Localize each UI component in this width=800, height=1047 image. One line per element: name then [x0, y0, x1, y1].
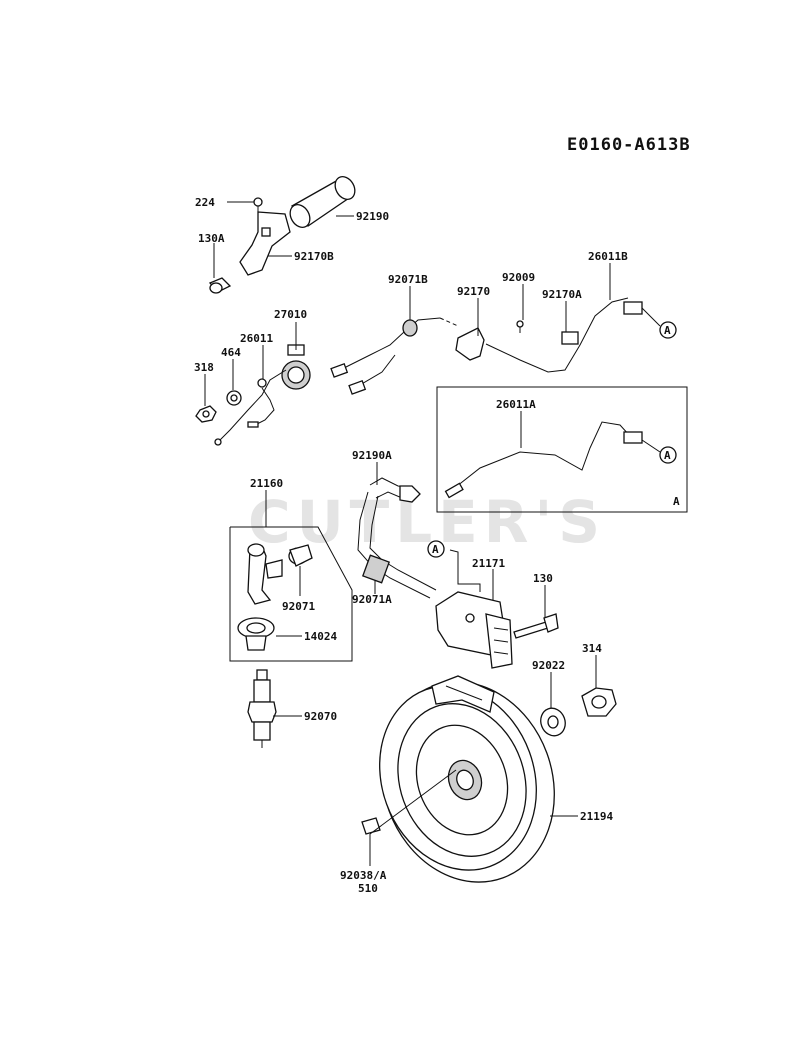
- label-92190A: 92190A: [352, 449, 392, 462]
- label-92170B: 92170B: [294, 250, 334, 263]
- bolt-130A: [208, 277, 232, 294]
- label-92071B: 92071B: [388, 273, 428, 286]
- svg-text:A: A: [664, 324, 671, 337]
- label-224: 224: [195, 196, 215, 209]
- nut-314: [581, 687, 617, 717]
- label-26011A: 26011A: [496, 398, 536, 411]
- label-92022: 92022: [532, 659, 565, 672]
- label-21171: 21171: [472, 557, 505, 570]
- ignition-coil-21171: [435, 591, 513, 669]
- diagram-code: E0160-A613B: [567, 135, 691, 155]
- label-92170: 92170: [457, 285, 490, 298]
- flywheel-21194: [379, 675, 555, 883]
- label-21194: 21194: [580, 810, 613, 823]
- bracket-92170B: [239, 211, 291, 276]
- key-92038A: [361, 817, 381, 835]
- spark-plug-92070: [247, 669, 277, 748]
- washer-464: [226, 390, 242, 406]
- nut-318: [195, 405, 217, 423]
- label-92071: 92071: [282, 600, 315, 613]
- label-318: 318: [194, 361, 214, 374]
- label-26011B: 26011B: [588, 250, 628, 263]
- washer-92022: [540, 707, 566, 737]
- sleeve-92190: [289, 176, 356, 228]
- svg-text:A: A: [432, 543, 439, 556]
- connector-A-inset: A: [659, 446, 677, 464]
- label-130A: 130A: [198, 232, 225, 245]
- kit-box-21160: [229, 526, 353, 662]
- label-92190: 92190: [356, 210, 389, 223]
- inset-box-label: A: [673, 495, 680, 508]
- watermark-text: CUTLER'S: [248, 488, 606, 556]
- inset-box-A: [436, 386, 688, 513]
- label-92009: 92009: [502, 271, 535, 284]
- label-314: 314: [582, 642, 602, 655]
- label-92070: 92070: [304, 710, 337, 723]
- connector-A-upper: A: [659, 321, 677, 339]
- label-92170A: 92170A: [542, 288, 582, 301]
- svg-text:A: A: [664, 449, 671, 462]
- connector-A-coil: A: [427, 540, 445, 558]
- harness-upper: [330, 297, 643, 395]
- label-130: 130: [533, 572, 553, 585]
- label-27010: 27010: [274, 308, 307, 321]
- lead-26011: [247, 378, 275, 428]
- bolt-130: [513, 613, 559, 639]
- label-26011: 26011: [240, 332, 273, 345]
- plug-cap-92190A: [357, 477, 437, 599]
- label-21160: 21160: [250, 477, 283, 490]
- label-92038A: 92038/A: [340, 869, 387, 882]
- label-92071A: 92071A: [352, 593, 392, 606]
- label-510: 510: [358, 882, 378, 895]
- label-464: 464: [221, 346, 241, 359]
- label-14024: 14024: [304, 630, 337, 643]
